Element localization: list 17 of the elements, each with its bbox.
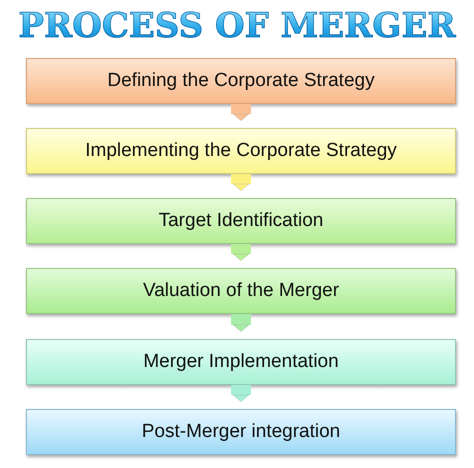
arrow (231, 104, 251, 121)
arrow (231, 244, 251, 261)
process-box (26, 339, 456, 385)
step-label: Valuation of the Merger (142, 280, 340, 302)
arrow (231, 314, 251, 332)
step-label: Merger Implementation (143, 351, 339, 373)
process-box (26, 198, 456, 244)
arrow (231, 385, 251, 402)
arrow (231, 174, 251, 191)
process-box (26, 268, 456, 314)
process-box (26, 58, 456, 104)
process-box (26, 409, 456, 455)
step-label: Post-Merger integration (142, 421, 340, 443)
process-box (26, 128, 456, 174)
step-label: Defining the Corporate Strategy (107, 70, 375, 92)
step-label: Implementing the Corporate Strategy (85, 140, 397, 162)
step-label: Target Identification (158, 210, 324, 232)
